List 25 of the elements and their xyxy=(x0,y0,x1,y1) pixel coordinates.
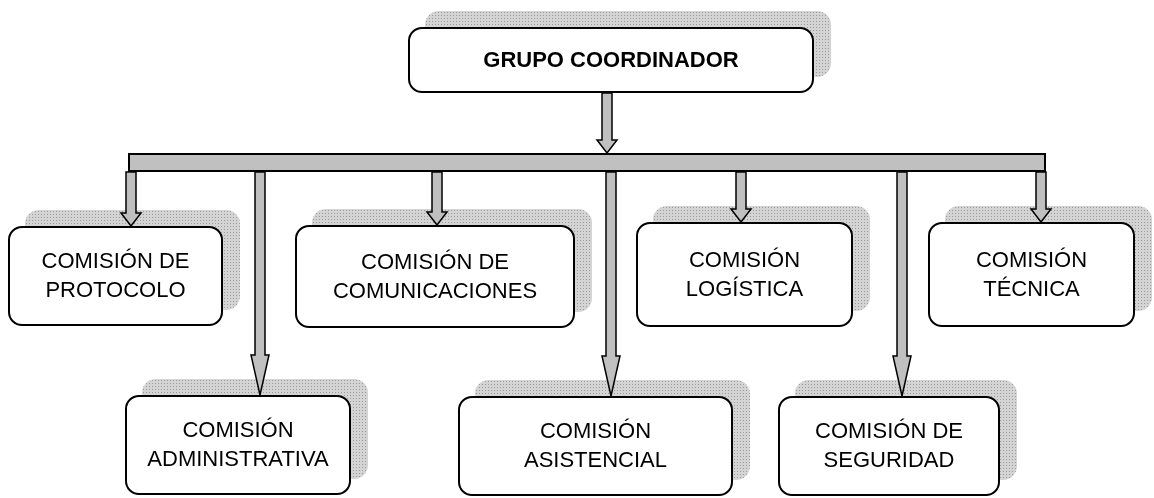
block-arrow xyxy=(119,171,143,228)
committee-box xyxy=(928,222,1135,327)
block-arrow xyxy=(425,171,449,227)
title-box xyxy=(408,27,814,93)
committee-name: COMISIÓN TÉCNICA xyxy=(974,245,1089,303)
committee-name: COMISIÓN DE COMUNICACIONES xyxy=(331,247,539,305)
block-arrow xyxy=(595,92,619,155)
committee-box xyxy=(295,225,575,328)
committee-name: COMISIÓN DE SEGURIDAD xyxy=(814,417,964,474)
committee-name: COMISIÓN ASISTENCIAL xyxy=(522,417,668,474)
block-arrow xyxy=(729,171,753,224)
committee-name: COMISIÓN DE PROTOCOLO xyxy=(40,247,191,304)
block-arrow xyxy=(601,171,621,397)
block-arrow xyxy=(250,171,270,396)
connector-bar xyxy=(128,153,1046,172)
block-arrow xyxy=(892,171,912,397)
committee-box xyxy=(458,396,733,496)
committee-box xyxy=(8,226,223,326)
committee-box xyxy=(125,395,351,495)
committee-box xyxy=(778,396,1000,496)
committee-name: COMISIÓN LOGÍSTICA xyxy=(684,245,805,303)
block-arrow xyxy=(1029,171,1053,224)
committee-name: COMISIÓN ADMINISTRATIVA xyxy=(146,416,330,473)
group-title: GRUPO COORDINADOR xyxy=(482,45,740,74)
committee-box xyxy=(636,222,853,327)
